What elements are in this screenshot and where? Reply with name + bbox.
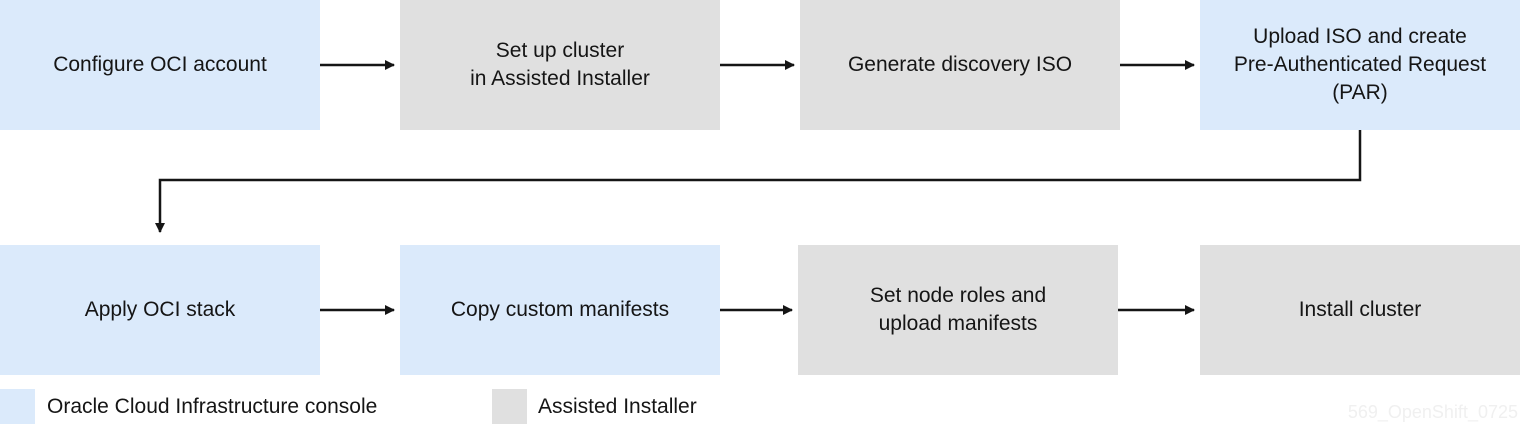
step-label: Generate discovery ISO: [847, 53, 1073, 76]
step-upload-iso-create-par: Upload ISO and create Pre-Authenticated …: [1200, 0, 1520, 130]
step-label: Set up cluster in Assisted Installer: [470, 39, 650, 90]
step-apply-oci-stack: Apply OCI stack: [0, 245, 320, 375]
step-copy-custom-manifests: Copy custom manifests: [400, 245, 720, 375]
step-label: Install cluster: [1298, 298, 1422, 321]
step-install-cluster: Install cluster: [1200, 245, 1520, 375]
step-label: Copy custom manifests: [450, 298, 670, 321]
step-set-node-roles: Set node roles and upload manifests: [798, 245, 1118, 375]
step-label: Upload ISO and create Pre-Authenticated …: [1233, 25, 1487, 104]
step-label: Apply OCI stack: [84, 298, 236, 321]
step-configure-oci-account: Configure OCI account: [0, 0, 320, 130]
step-set-up-cluster: Set up cluster in Assisted Installer: [400, 0, 720, 130]
arrow-4-to-5: [155, 130, 1362, 233]
step-generate-discovery-iso: Generate discovery ISO: [800, 0, 1120, 130]
legend-label-oci: Oracle Cloud Infrastructure console: [47, 395, 378, 418]
image-id-watermark: 569_OpenShift_0725: [1347, 402, 1518, 422]
step-label: Configure OCI account: [53, 53, 267, 76]
legend-swatch-oci: [0, 389, 35, 424]
step-label: Set node roles and upload manifests: [869, 284, 1047, 335]
legend-swatch-assisted: [492, 389, 527, 424]
legend-label-assisted: Assisted Installer: [538, 395, 697, 418]
